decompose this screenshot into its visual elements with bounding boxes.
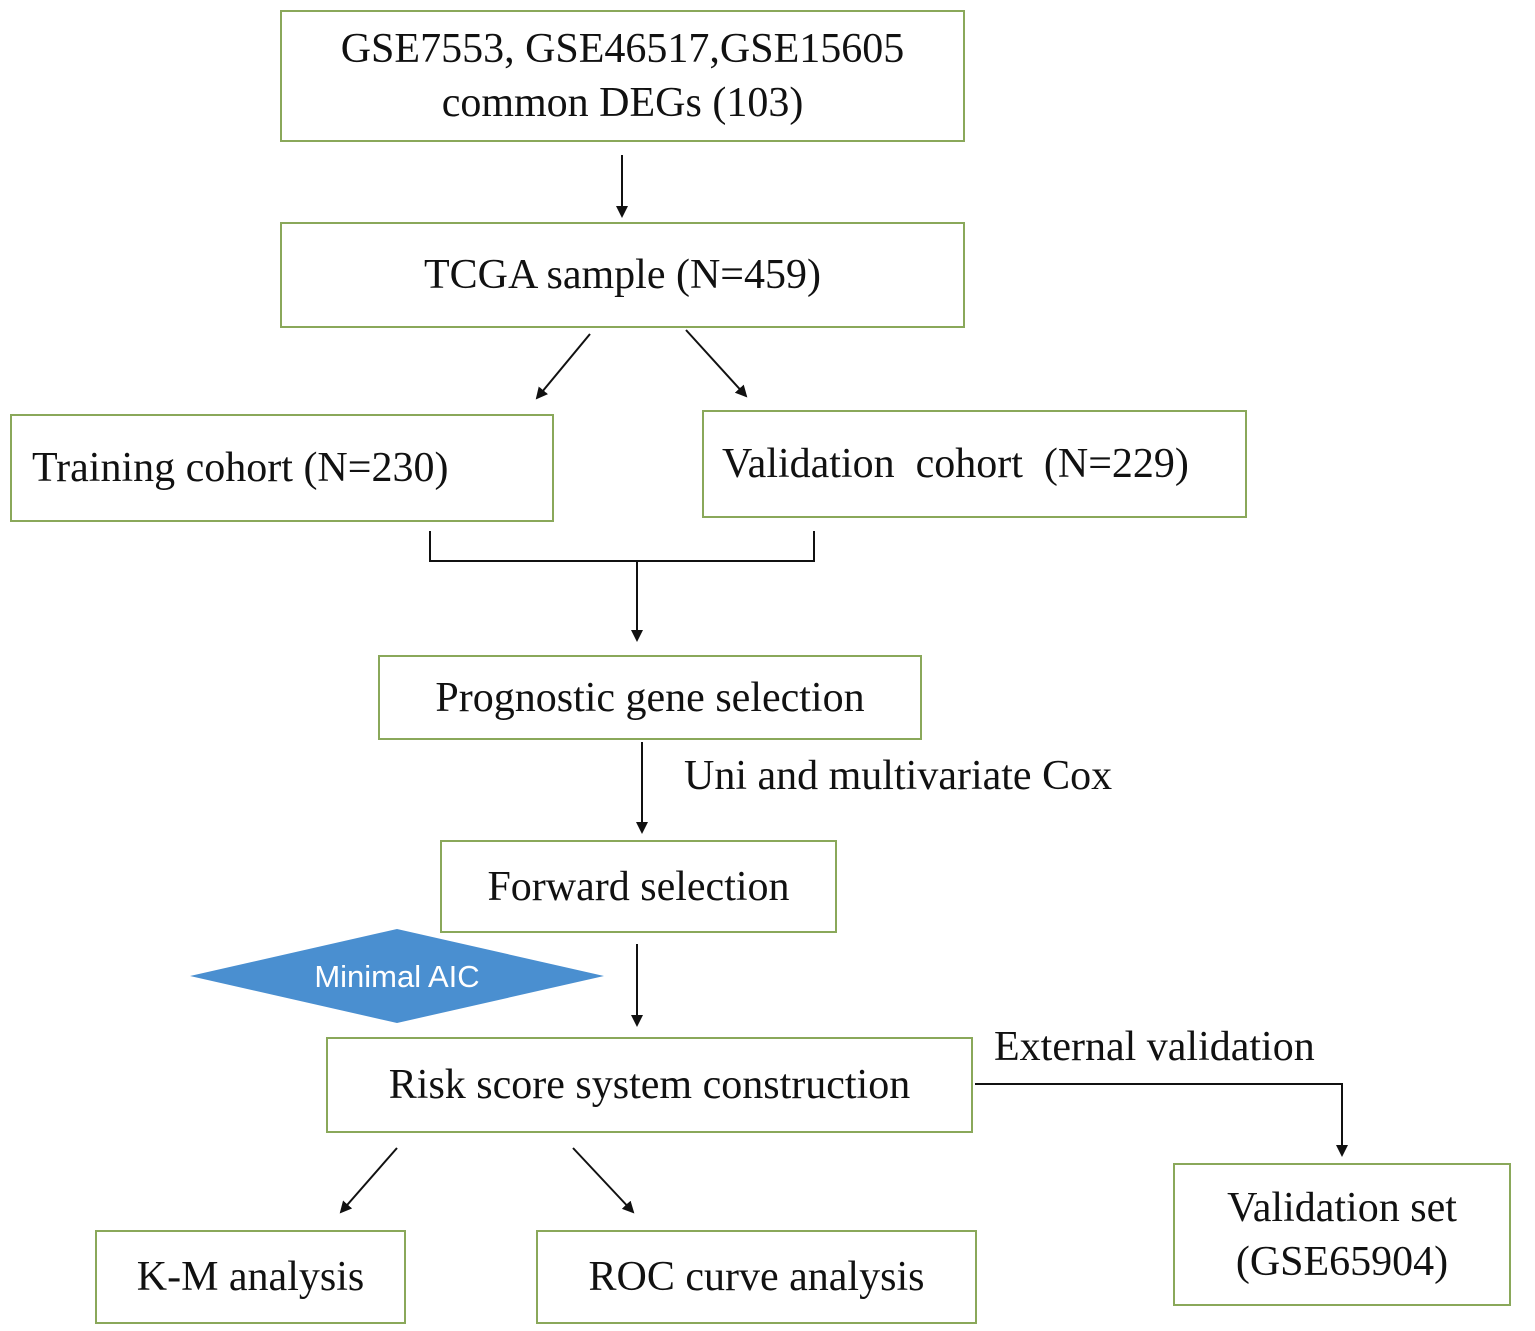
validation-set-box: Validation set (GSE65904) (1173, 1163, 1511, 1306)
risk-score-box: Risk score system construction (326, 1037, 973, 1133)
km-analysis-box: K-M analysis (95, 1230, 406, 1324)
prognostic-gene-selection-label: Prognostic gene selection (435, 674, 865, 721)
training-cohort-label: Training cohort (N=230) (32, 445, 449, 491)
forward-selection-box: Forward selection (440, 840, 837, 933)
forward-selection-label: Forward selection (487, 863, 790, 910)
validation-set-line2: (GSE65904) (1235, 1238, 1449, 1285)
arrow-tcga-to-validation (685, 329, 748, 398)
validation-cohort-label: Validation cohort (N=229) (722, 441, 1189, 487)
tcga-sample-label: TCGA sample (N=459) (424, 252, 821, 298)
km-analysis-label: K-M analysis (136, 1254, 365, 1300)
common-degs-line2: common DEGs (103) (441, 80, 804, 126)
edge-label-cox: Uni and multivariate Cox (684, 753, 1113, 799)
prognostic-gene-selection-box: Prognostic gene selection (378, 655, 922, 740)
decision-diamond-shape (190, 929, 604, 1023)
arrow-risk-to-validation-set (975, 1083, 1348, 1157)
risk-score-label: Risk score system construction (388, 1062, 911, 1108)
arrow-risk-to-roc (572, 1147, 635, 1214)
decision-minimal-aic: Minimal AIC (190, 929, 604, 1023)
roc-analysis-label: ROC curve analysis (588, 1254, 925, 1300)
arrow-tcga-to-training (535, 333, 591, 400)
arrow-risk-to-km (339, 1147, 398, 1214)
roc-analysis-box: ROC curve analysis (536, 1230, 977, 1324)
tcga-sample-box: TCGA sample (N=459) (280, 222, 965, 328)
common-degs-line1: GSE7553, GSE46517,GSE15605 (340, 26, 905, 72)
bracket-merge-cohorts (429, 531, 815, 562)
validation-set-line1: Validation set (1227, 1184, 1457, 1231)
decision-label: Minimal AIC (314, 959, 479, 994)
edge-label-external-validation: External validation (994, 1024, 1315, 1070)
common-degs-box: GSE7553, GSE46517,GSE15605 common DEGs (… (280, 10, 965, 142)
training-cohort-box: Training cohort (N=230) (10, 414, 554, 522)
validation-cohort-box: Validation cohort (N=229) (702, 410, 1247, 518)
